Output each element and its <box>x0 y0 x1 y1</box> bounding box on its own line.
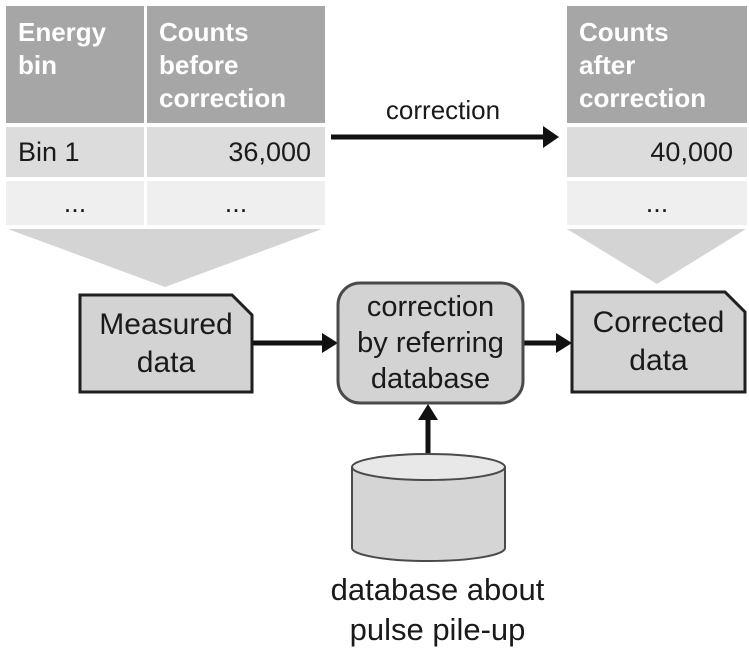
table-cell-counts-after-ellipsis: ... <box>567 181 747 225</box>
table-cell-counts-before-value: 36,000 <box>147 127 325 177</box>
database-arrow-head <box>418 404 438 420</box>
table-cell-counts-before-ellipsis: ... <box>147 181 325 225</box>
column-header-energy-bin: Energy bin <box>6 6 144 123</box>
process-node-shape <box>336 281 525 405</box>
measured-data-node-shape <box>78 293 254 394</box>
database-cylinder-top <box>351 453 506 481</box>
before-correction-table: Energy bin Counts before correction Bin … <box>6 6 325 225</box>
database-cylinder-body <box>351 467 506 562</box>
corrected-data-node-shape <box>570 290 747 394</box>
right-funnel-shape <box>567 229 746 284</box>
table-cell-bin-ellipsis: ... <box>6 181 144 225</box>
measured-data-node-label: Measured data <box>99 307 233 379</box>
correction-arrow-label: correction <box>385 95 501 125</box>
table-cell-counts-after-value: 40,000 <box>567 127 747 177</box>
flow-arrow-1-head <box>322 333 338 353</box>
table-cell-bin-1: Bin 1 <box>6 127 144 177</box>
column-header-counts-before: Counts before correction <box>147 6 325 123</box>
process-node-label: correction by referring database <box>357 291 504 395</box>
after-correction-table: Counts after correction 40,000 ... <box>567 6 747 225</box>
left-funnel-shape <box>8 229 322 287</box>
flow-arrow-2-head <box>556 333 572 353</box>
correction-arrow-head <box>543 126 559 148</box>
database-caption: database about pulse pile-up <box>330 572 545 647</box>
corrected-data-node-label: Corrected data <box>592 306 725 377</box>
column-header-counts-after: Counts after correction <box>567 6 747 123</box>
